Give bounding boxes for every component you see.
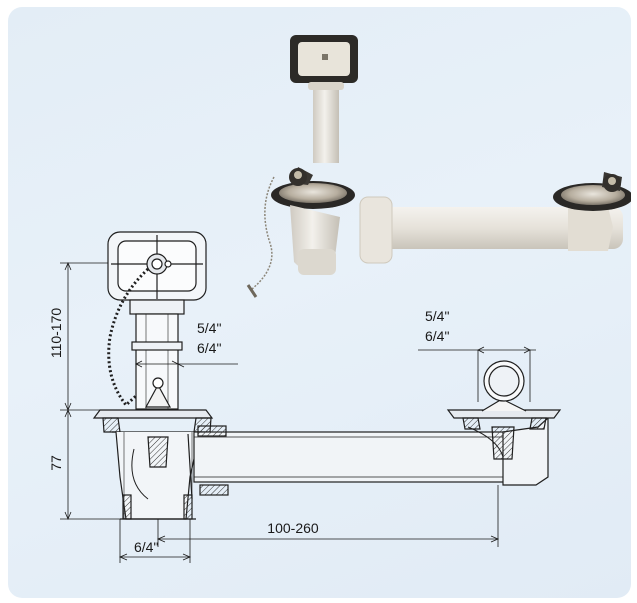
sink-waste-diagram: 110-170 77 5/4" 6/4" 5/4" 6/4" 100-260 6… [48, 35, 631, 563]
dim-right-size-bottom: 6/4" [425, 328, 449, 344]
dimension-lines [60, 261, 536, 563]
overflow-knob-icon [146, 253, 172, 275]
dim-height-range: 110-170 [48, 308, 64, 359]
drain-plug-icon [144, 377, 172, 408]
right-basket-photo [553, 172, 631, 211]
dim-right-size-top: 5/4" [425, 308, 449, 324]
dim-pipe-length: 100-260 [267, 520, 319, 536]
product-photo [246, 35, 631, 298]
dim-left-size-bottom: 6/4" [197, 340, 221, 356]
overflow-head-photo [290, 35, 358, 83]
dim-left-size-top: 5/4" [197, 320, 221, 336]
dim-outlet-size: 6/4" [134, 539, 158, 555]
left-basket-photo [271, 167, 355, 209]
technical-drawing [92, 231, 562, 520]
diagram-panel: 110-170 77 5/4" 6/4" 5/4" 6/4" 100-260 6… [8, 7, 631, 598]
dim-height-fixed: 77 [48, 455, 64, 471]
bead-chain [107, 267, 150, 408]
